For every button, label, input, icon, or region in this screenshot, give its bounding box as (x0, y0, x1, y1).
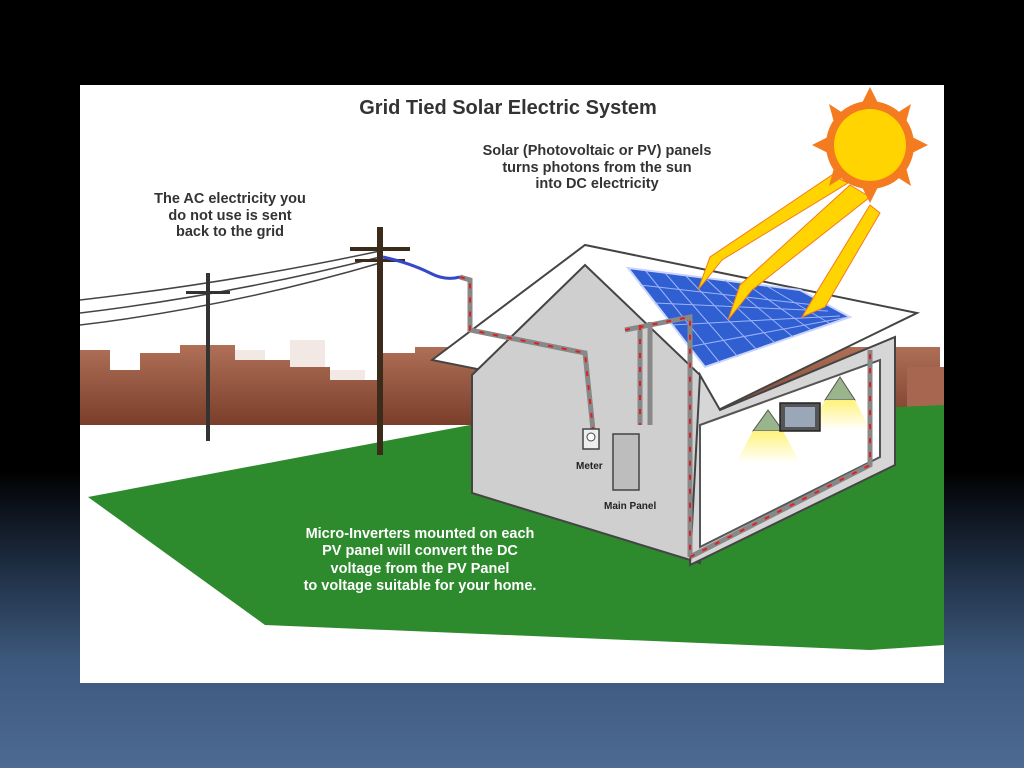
meter-label: Meter (576, 461, 603, 472)
city-towers (235, 340, 365, 380)
solar-system-diagram (80, 87, 944, 650)
grid-note: The AC electricity you do not use is sen… (154, 191, 306, 241)
light-bulb-icon (810, 376, 870, 430)
inverter-note: Micro-Inverters mounted on each PV panel… (303, 526, 537, 595)
light-bulb-icon (736, 409, 800, 463)
main-panel-icon (612, 433, 640, 491)
main-panel-label: Main Panel (604, 501, 657, 512)
wiring-arrows (459, 276, 871, 558)
solar-note: Solar (Photovoltaic or PV) panels turns … (482, 143, 712, 193)
power-lines (80, 250, 381, 326)
utility-pole-icon (186, 273, 230, 441)
sun-icon (812, 87, 928, 203)
utility-pole-icon (350, 227, 410, 455)
solar-panel-icon (625, 266, 853, 369)
diagram-frame: Grid Tied Solar Electric System Solar (P… (80, 85, 944, 683)
television-icon (779, 402, 821, 432)
service-drop-wire (382, 255, 461, 280)
electric-meter-icon (582, 428, 600, 450)
diagram-title: Grid Tied Solar Electric System (359, 97, 657, 119)
